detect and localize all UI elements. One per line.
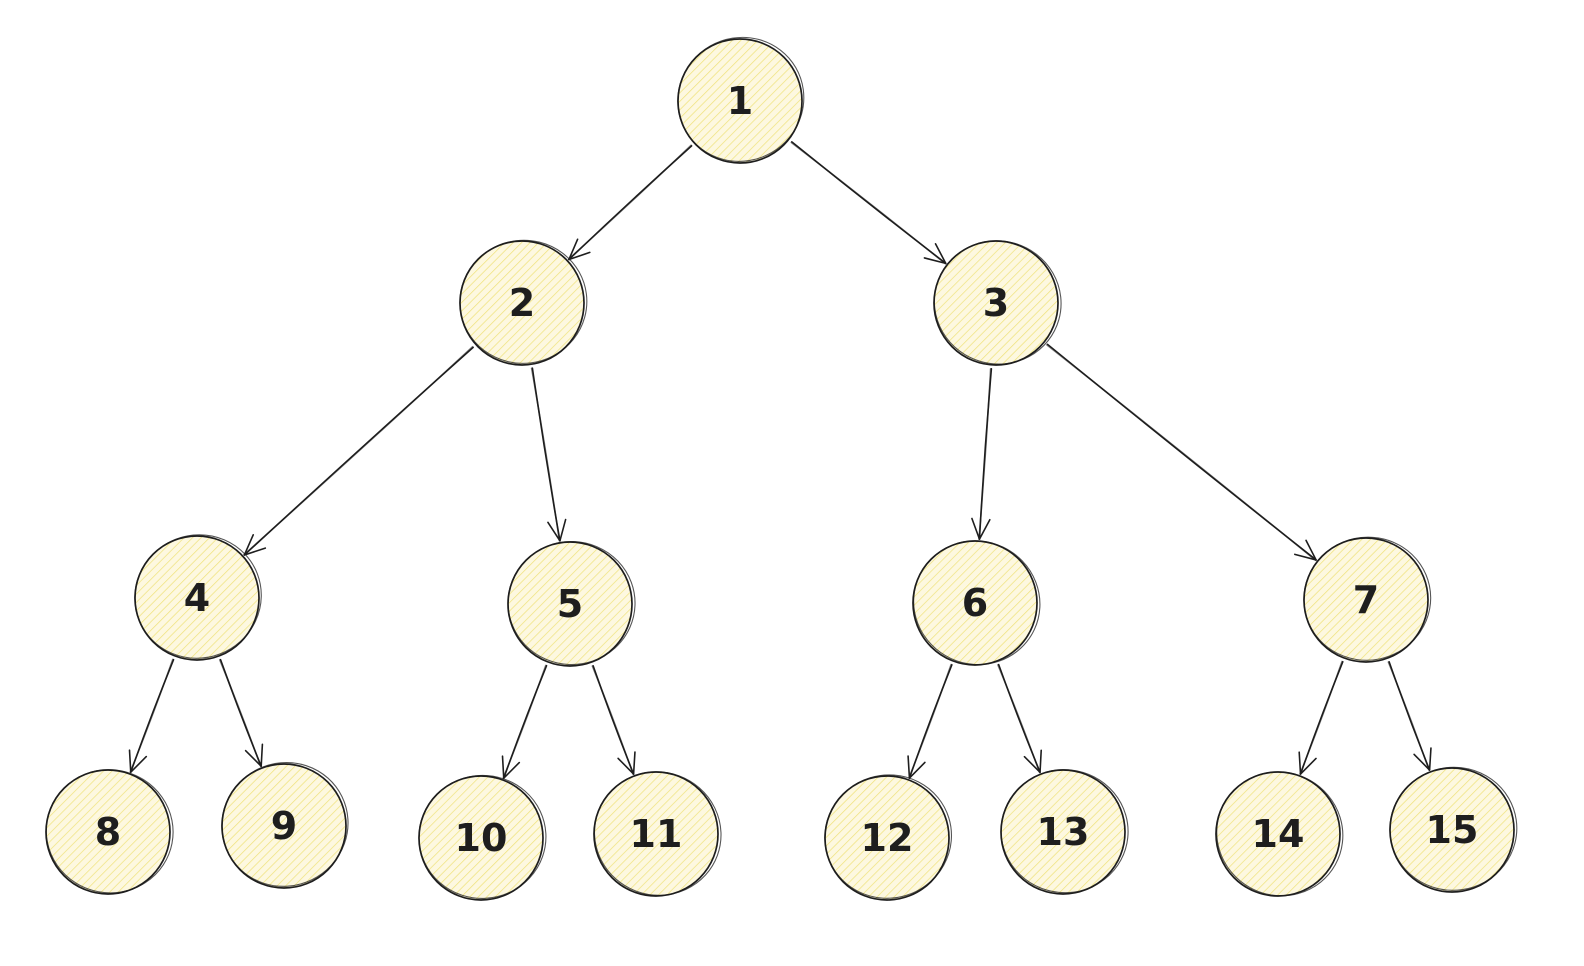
node-label: 9 [271, 804, 297, 848]
tree-node-3: 3 [933, 240, 1062, 366]
edge-4-9 [218, 658, 264, 768]
tree-node-14: 14 [1215, 771, 1344, 897]
arrowhead [923, 243, 947, 265]
node-label: 2 [509, 281, 535, 325]
edge-3-6 [971, 367, 993, 540]
tree-node-2: 2 [459, 239, 588, 366]
tree-node-10: 10 [418, 774, 547, 901]
node-label: 15 [1426, 808, 1479, 852]
tree-node-9: 9 [221, 762, 349, 889]
node-label: 10 [455, 816, 508, 860]
edge-2-5 [530, 367, 567, 542]
tree-node-13: 13 [1000, 769, 1129, 895]
arrowhead [568, 238, 591, 261]
arrowhead [971, 517, 991, 540]
tree-node-4: 4 [134, 534, 262, 661]
tree-node-8: 8 [45, 769, 174, 895]
tree-node-7: 7 [1303, 536, 1432, 663]
arrowhead [128, 749, 148, 773]
edge-4-8 [128, 658, 175, 773]
tree-node-6: 6 [912, 540, 1041, 666]
node-label: 11 [630, 812, 683, 856]
node-label: 5 [557, 582, 583, 626]
edge-1-3 [790, 141, 947, 265]
arrowhead [617, 751, 636, 775]
tree-node-15: 15 [1389, 766, 1518, 893]
edge-1-2 [567, 144, 693, 261]
edge-6-12 [907, 663, 953, 779]
edge-5-10 [501, 664, 548, 779]
tree-node-1: 1 [677, 36, 805, 164]
edge-3-7 [1046, 343, 1317, 562]
node-label: 8 [95, 810, 121, 854]
edge-5-11 [591, 665, 636, 776]
arrowhead [1294, 539, 1317, 561]
edge-7-14 [1298, 660, 1344, 775]
arrowhead [1413, 747, 1432, 771]
tree-node-12: 12 [824, 774, 953, 901]
edge-7-15 [1387, 661, 1432, 772]
edges-layer [128, 141, 1432, 779]
edge-6-13 [997, 663, 1043, 774]
node-label: 3 [983, 281, 1009, 325]
arrowhead [244, 743, 264, 768]
arrowhead [1298, 751, 1317, 775]
arrowhead [547, 518, 567, 542]
arrowhead [1023, 749, 1043, 774]
node-label: 13 [1037, 810, 1090, 854]
node-label: 4 [184, 576, 210, 620]
node-label: 7 [1353, 578, 1379, 622]
arrowhead [243, 534, 267, 556]
edge-2-4 [243, 345, 474, 556]
node-label: 12 [861, 816, 914, 860]
node-label: 14 [1252, 812, 1305, 856]
tree-node-5: 5 [507, 541, 636, 667]
node-label: 1 [727, 79, 753, 123]
tree-node-11: 11 [593, 771, 722, 897]
node-label: 6 [962, 581, 988, 625]
